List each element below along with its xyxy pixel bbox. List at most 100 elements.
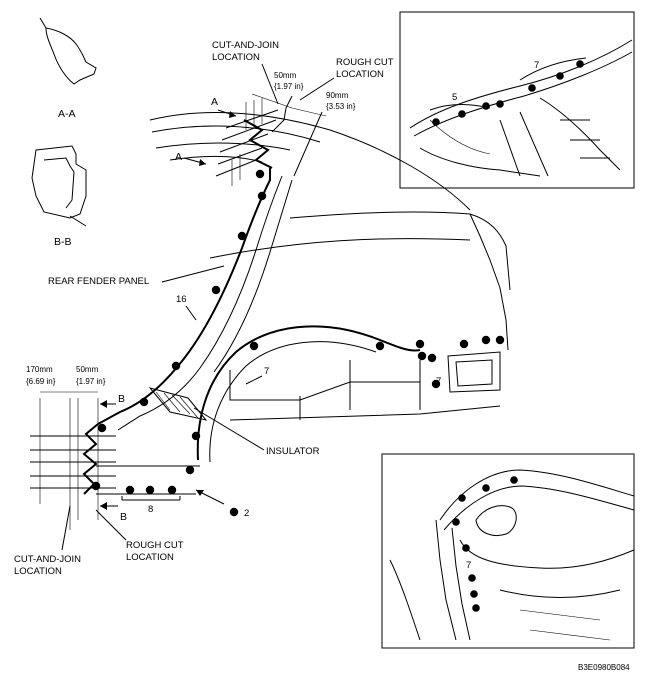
dimension-left-170mm: 170mm {6.69 in} (26, 365, 78, 393)
inset-top-right: 5 7 (399, 11, 635, 189)
weld-dot (427, 353, 437, 363)
svg-text:LOCATION: LOCATION (212, 52, 260, 63)
svg-text:ROUGH CUT: ROUGH CUT (336, 57, 394, 68)
weld-dot (139, 397, 149, 407)
weld-dot (482, 484, 490, 492)
weld-dot (255, 169, 265, 179)
insulator-hatch (148, 387, 208, 421)
weld-dot (91, 481, 101, 491)
section-b-b-flange (69, 215, 87, 227)
upper-cut-ticks (215, 98, 279, 186)
svg-text:B: B (120, 511, 127, 523)
main-spot-welds (91, 169, 505, 517)
weld-dot (495, 335, 505, 345)
weld-dot (528, 84, 536, 92)
wheelhouse-arch (196, 325, 421, 461)
weld-dot (459, 339, 469, 349)
svg-text:50mm: 50mm (76, 365, 99, 374)
weld-dot (431, 379, 441, 389)
weld-dot (249, 341, 259, 351)
svg-text:B: B (118, 393, 125, 405)
inset-top-weld-count-right: 7 (534, 60, 539, 71)
svg-text:16: 16 (176, 294, 187, 305)
svg-text:7: 7 (436, 376, 441, 387)
dimension-top-50mm: 50mm {1.97 in} (251, 71, 304, 109)
weld-count-rear-point: 2 (195, 489, 249, 519)
dimension-left-50mm: 50mm {1.97 in} (76, 365, 106, 393)
weld-dot (229, 507, 239, 517)
weld-count-pillar: 16 (176, 294, 197, 321)
section-b-b-profile (31, 145, 87, 219)
inset-bottom-right: 7 (381, 453, 635, 649)
svg-text:170mm: 170mm (26, 365, 53, 374)
svg-text:{3.53 in}: {3.53 in} (326, 102, 356, 111)
svg-text:INSULATOR: INSULATOR (266, 446, 320, 457)
weld-dot (462, 544, 470, 552)
c-pillar-outer (97, 168, 271, 425)
weld-dot (458, 494, 466, 502)
weld-dot (375, 341, 385, 351)
callout-rough-cut-top: ROUGH CUT LOCATION (299, 57, 394, 101)
weld-dot (482, 102, 490, 110)
svg-text:A: A (211, 96, 218, 108)
weld-dot (468, 574, 476, 582)
section-marker-a-upper: A (211, 96, 237, 118)
svg-text:50mm: 50mm (274, 71, 297, 80)
callout-cut-and-join-top: CUT-AND-JOIN LOCATION (212, 40, 279, 105)
weld-dot (211, 285, 221, 295)
section-b-b-label: B-B (54, 236, 72, 248)
svg-text:REAR FENDER PANEL: REAR FENDER PANEL (48, 276, 149, 287)
main-body-view (30, 95, 511, 530)
rear-panel-box-inner (455, 359, 493, 387)
svg-text:7: 7 (264, 366, 269, 377)
svg-text:{1.97 in}: {1.97 in} (76, 377, 106, 386)
weld-dot (470, 590, 478, 598)
upper-cut-zigzag (243, 119, 273, 169)
section-a-a-tail (39, 17, 47, 29)
wheelhouse-inner-panel (229, 370, 420, 401)
weld-dot (237, 231, 247, 241)
wheelhouse-arch-inner (209, 341, 377, 463)
lower-cut-ticks (30, 398, 116, 530)
weld-dot (510, 476, 518, 484)
svg-text:90mm: 90mm (326, 91, 349, 100)
roof-edge-outer (149, 112, 471, 211)
quarter-panel-mid (209, 238, 471, 259)
section-b-b-inner (43, 157, 75, 209)
weld-dot (125, 485, 135, 495)
figure-code: B3E0980B084 (578, 663, 630, 672)
dimension-top-90mm: 90mm {3.53 in} (291, 91, 356, 117)
svg-text:ROUGH CUT: ROUGH CUT (126, 540, 184, 551)
weld-dot (185, 465, 195, 475)
svg-text:LOCATION: LOCATION (126, 552, 174, 563)
callout-cut-and-join-bottom: CUT-AND-JOIN LOCATION (14, 505, 81, 577)
roof-edge-inner (151, 125, 321, 143)
roof-edge-inner-2 (155, 142, 291, 151)
section-marker-a-lower: A (175, 151, 207, 166)
svg-text:CUT-AND-JOIN: CUT-AND-JOIN (14, 554, 81, 565)
svg-text:CUT-AND-JOIN: CUT-AND-JOIN (212, 40, 279, 51)
floor-line (229, 405, 501, 421)
section-view-a-a: A-A (39, 17, 97, 120)
svg-text:LOCATION: LOCATION (336, 69, 384, 80)
rear-panel-box (447, 351, 501, 393)
svg-text:LOCATION: LOCATION (14, 566, 62, 577)
callout-rough-cut-bottom: ROUGH CUT LOCATION (95, 509, 184, 563)
svg-text:8: 8 (148, 504, 153, 515)
weld-dot (257, 191, 267, 201)
weld-dot (458, 110, 466, 118)
weld-dot (191, 431, 201, 441)
weld-dot (417, 351, 427, 361)
weld-count-wheelhouse: 7 (245, 366, 269, 385)
weld-dot (432, 118, 440, 126)
callout-rear-fender-panel: REAR FENDER PANEL (48, 265, 225, 287)
section-a-a-profile (45, 27, 97, 85)
upper-cut-line-right (271, 95, 293, 133)
weld-dot (472, 604, 480, 612)
section-a-a-label: A-A (58, 108, 76, 120)
section-view-b-b: B-B (31, 145, 87, 248)
weld-dot (415, 339, 425, 349)
svg-text:A: A (175, 151, 182, 163)
